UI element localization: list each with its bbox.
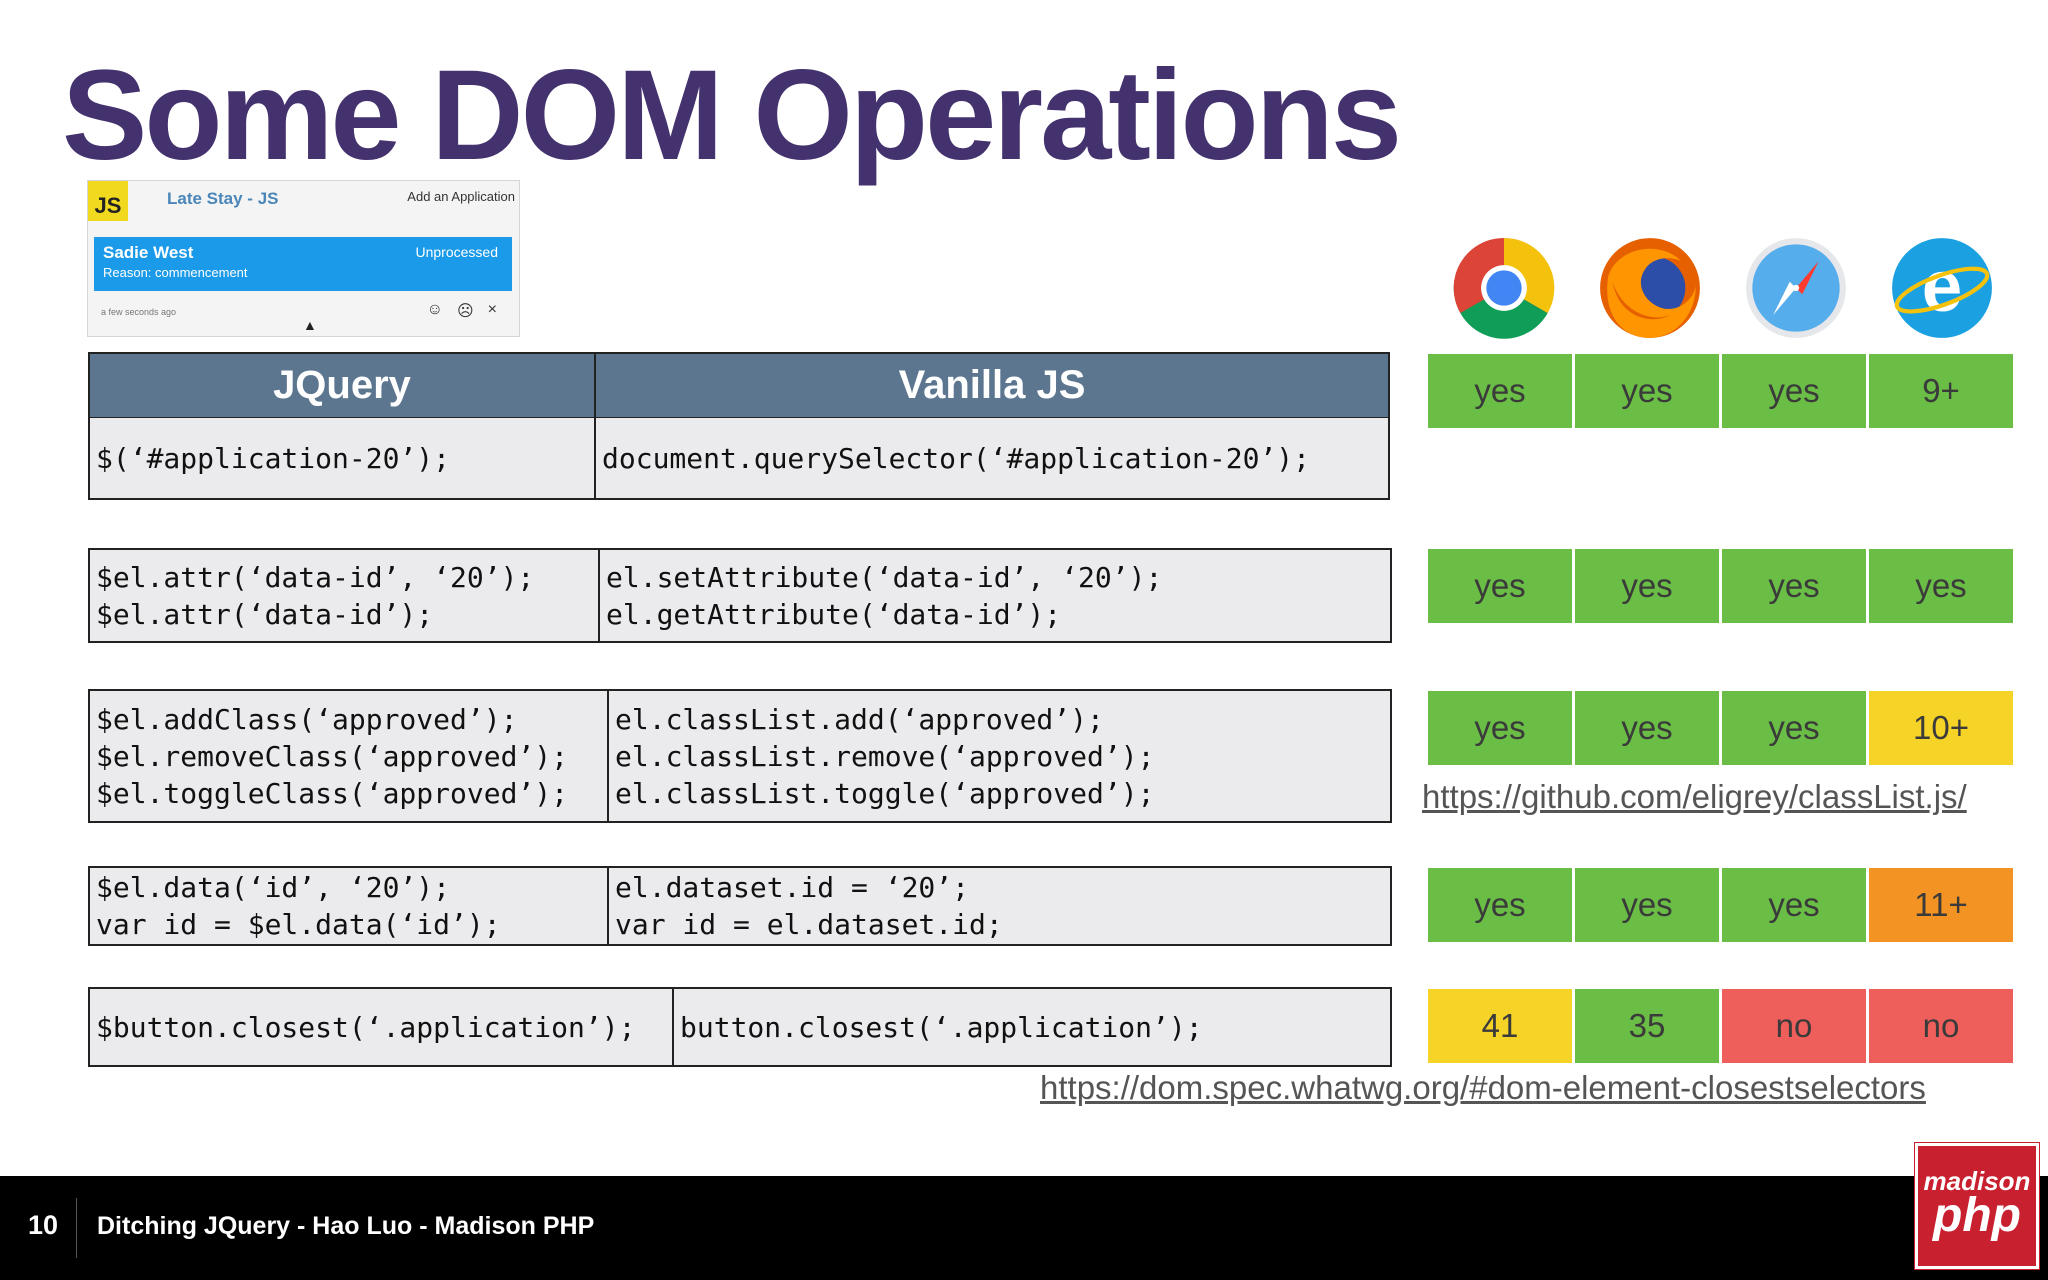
table-row: $el.data(‘id’, ‘20’); var id = $el.data(… [88, 866, 1392, 946]
support-ie: yes [1869, 549, 2013, 623]
jquery-code: $el.addClass(‘approved’); $el.removeClas… [96, 702, 569, 810]
header-jquery: JQuery [273, 363, 411, 407]
vanilla-code: el.dataset.id = ‘20’; var id = el.datase… [615, 871, 1003, 941]
vanilla-code: button.closest(‘.application’); [680, 1010, 1203, 1044]
vanilla-code: el.setAttribute(‘data-id’, ‘20’); el.get… [606, 560, 1163, 631]
support-firefox: 35 [1575, 989, 1719, 1063]
footer-divider [76, 1198, 77, 1258]
support-firefox: yes [1575, 549, 1719, 623]
support-row: yes yes yes 11+ [1428, 868, 2013, 942]
firefox-icon [1600, 238, 1700, 338]
applicant-name: Sadie West [103, 243, 194, 262]
support-safari: yes [1722, 354, 1866, 428]
table-row: $el.attr(‘data-id’, ‘20’); $el.attr(‘dat… [88, 548, 1392, 643]
header-vanilla: Vanilla JS [594, 354, 1388, 417]
support-chrome: yes [1428, 549, 1572, 623]
safari-icon [1746, 238, 1846, 338]
support-chrome: 41 [1428, 989, 1572, 1063]
table-header: JQuery Vanilla JS [88, 352, 1390, 418]
support-ie: 10+ [1869, 691, 2013, 765]
application-card[interactable]: Sadie West Reason: commencement Unproces… [94, 237, 512, 291]
support-row: yes yes yes yes [1428, 549, 2013, 623]
jquery-code: $el.attr(‘data-id’, ‘20’); $el.attr(‘dat… [96, 560, 535, 631]
close-icon[interactable]: × [487, 301, 497, 318]
table-row: $(‘#application-20’); document.querySele… [88, 417, 1390, 500]
support-row: yes yes yes 10+ [1428, 691, 2013, 765]
approve-icon[interactable]: ☺ [426, 301, 443, 318]
table-row: $button.closest(‘.application’); button.… [88, 987, 1392, 1067]
support-safari: no [1722, 989, 1866, 1063]
support-safari: yes [1722, 691, 1866, 765]
classlist-link[interactable]: https://github.com/eligrey/classList.js/ [1422, 778, 1967, 815]
jquery-code: $button.closest(‘.application’); [96, 1010, 636, 1044]
support-chrome: yes [1428, 868, 1572, 942]
logo-line-2: php [1933, 1189, 2021, 1242]
add-application-link[interactable]: Add an Application [407, 189, 515, 204]
status-badge: Unprocessed [415, 244, 499, 260]
reject-icon[interactable]: ☹ [456, 303, 474, 320]
js-logo: JS [88, 181, 128, 221]
vanilla-code: document.querySelector(‘#application-20’… [602, 441, 1311, 475]
support-ie: no [1869, 989, 2013, 1063]
support-ie: 11+ [1869, 868, 2013, 942]
cursor-icon: ▲ [303, 317, 317, 333]
jquery-code: $el.data(‘id’, ‘20’); var id = $el.data(… [96, 871, 501, 941]
slide-title: Some DOM Operations [62, 44, 1402, 187]
timestamp: a few seconds ago [101, 307, 177, 317]
footer-bar [0, 1176, 2048, 1280]
madison-php-logo: madison php [1915, 1143, 2039, 1269]
app-screenshot: JS Late Stay - JS Add an Application Sad… [87, 180, 520, 337]
logo-line-1: madison [1923, 1166, 2031, 1196]
support-safari: yes [1722, 549, 1866, 623]
support-firefox: yes [1575, 868, 1719, 942]
support-firefox: yes [1575, 354, 1719, 428]
ie-icon: e [1892, 238, 1992, 338]
support-chrome: yes [1428, 354, 1572, 428]
jquery-code: $(‘#application-20’); [96, 441, 451, 475]
support-firefox: yes [1575, 691, 1719, 765]
application-reason: Reason: commencement [103, 265, 248, 280]
support-safari: yes [1722, 868, 1866, 942]
support-row: yes yes yes 9+ [1428, 354, 2013, 428]
support-chrome: yes [1428, 691, 1572, 765]
support-row: 41 35 no no [1428, 989, 2013, 1063]
support-ie: 9+ [1869, 354, 2013, 428]
vanilla-code: el.classList.add(‘approved’); el.classLi… [615, 702, 1155, 810]
page-number: 10 [28, 1210, 59, 1240]
chrome-icon [1453, 238, 1555, 339]
table-row: $el.addClass(‘approved’); $el.removeClas… [88, 689, 1392, 823]
footer-text: Ditching JQuery - Hao Luo - Madison PHP [97, 1212, 595, 1240]
svg-text:e: e [1922, 246, 1962, 327]
app-title: Late Stay - JS [167, 189, 279, 208]
closest-spec-link[interactable]: https://dom.spec.whatwg.org/#dom-element… [1040, 1069, 1926, 1106]
